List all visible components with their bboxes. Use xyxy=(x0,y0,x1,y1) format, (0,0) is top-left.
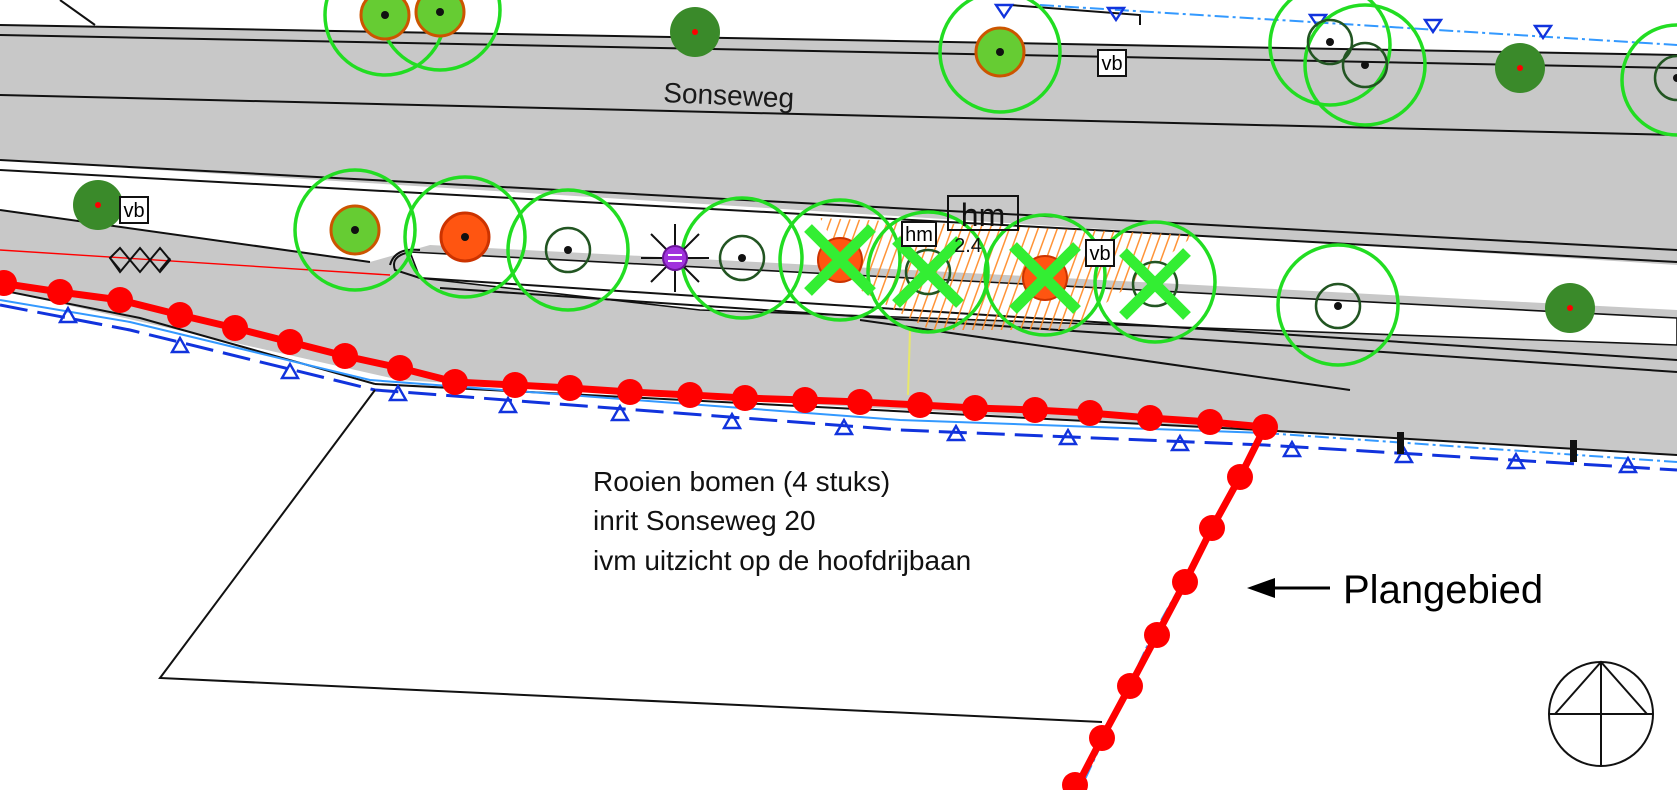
tree-canopies xyxy=(293,0,1677,367)
tree-removal-note: Rooien bomen (4 stuks) inrit Sonseweg 20… xyxy=(593,466,971,576)
fence-symbol-icon xyxy=(108,246,172,274)
north-arrow-icon xyxy=(1548,660,1654,767)
svg-text:vb: vb xyxy=(123,200,144,222)
parcel-outline xyxy=(158,389,1103,723)
svg-text:hm: hm xyxy=(905,224,933,246)
note-line-2: inrit Sonseweg 20 xyxy=(593,505,816,536)
tag-hm-small: hm xyxy=(901,221,937,247)
tag-vb-1: vb xyxy=(1097,49,1127,77)
plan-area-boundary xyxy=(0,270,1278,790)
tag-vb-3: vb xyxy=(1085,239,1115,267)
svg-text:vb: vb xyxy=(1101,53,1122,75)
utility-line xyxy=(907,329,911,396)
tag-number: 2.4 xyxy=(954,235,982,257)
street-lamp-icon xyxy=(641,224,709,292)
svg-text:hm: hm xyxy=(961,197,1005,233)
cable-line xyxy=(0,249,391,276)
tag-hm-large: hm xyxy=(947,195,1019,233)
svg-text:vb: vb xyxy=(1089,243,1110,265)
plan-area-label: Plangebied xyxy=(1343,568,1543,612)
note-line-1: Rooien bomen (4 stuks) xyxy=(593,466,890,497)
road-name-label: Sonseweg xyxy=(663,77,795,114)
arrow-left-icon xyxy=(1247,578,1330,598)
remove-cross-icon xyxy=(804,224,1191,320)
tag-vb-2: vb xyxy=(119,196,149,224)
note-line-3: ivm uitzicht op de hoofdrijbaan xyxy=(593,545,971,576)
water-boundary xyxy=(0,3,1677,474)
